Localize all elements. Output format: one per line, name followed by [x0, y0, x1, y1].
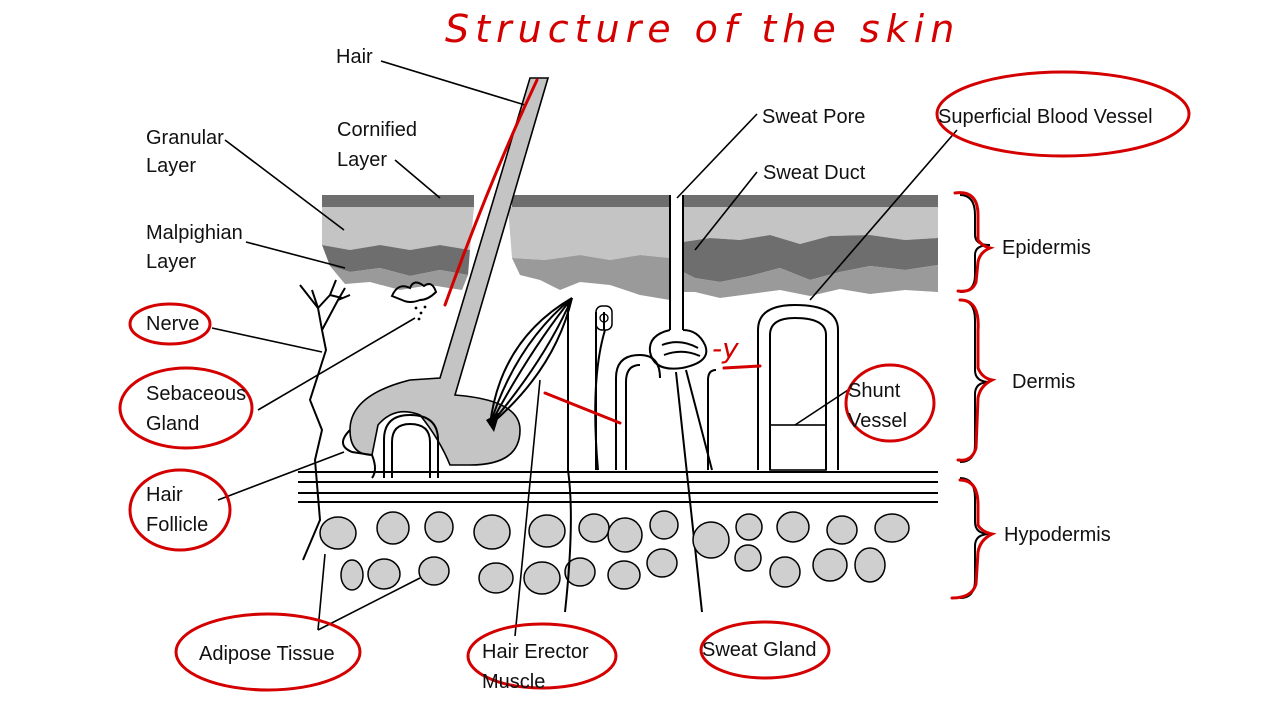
- adipose-circle: [174, 612, 362, 692]
- red-annotations: -y: [118, 70, 1191, 692]
- label-sweat-gland: Sweat Gland: [702, 639, 817, 661]
- leader-lines: [211, 60, 958, 637]
- label-erector-1: Hair Erector: [482, 641, 589, 663]
- dermis-base-lines: [298, 471, 938, 503]
- label-cornified-2: Layer: [337, 149, 387, 171]
- sebaceous-gland-shape: [390, 281, 438, 321]
- label-superficial-vessel: Superficial Blood Vessel: [938, 106, 1153, 128]
- label-nerve: Nerve: [146, 313, 199, 335]
- label-shunt-1: Shunt: [848, 380, 901, 402]
- label-granular-1: Granular: [146, 127, 224, 149]
- sweat-gland-circle: [699, 620, 831, 680]
- label-hypodermis: Hypodermis: [1004, 524, 1111, 546]
- label-adipose: Adipose Tissue: [199, 643, 335, 665]
- label-dermis: Dermis: [1012, 371, 1075, 393]
- adipose-fat-cells: [319, 510, 910, 595]
- nerve-shape: [299, 279, 351, 561]
- sweat-duct-shape: [669, 195, 684, 330]
- follicle-circle: [128, 468, 232, 552]
- label-malpighian-2: Layer: [146, 251, 196, 273]
- label-malpighian-1: Malpighian: [146, 222, 243, 244]
- label-shunt-2: Vessel: [848, 410, 907, 432]
- label-erector-2: Muscle: [482, 671, 545, 693]
- annotation-y-mark: -y: [712, 332, 739, 365]
- label-follicle-1: Hair: [146, 484, 183, 506]
- label-hair: Hair: [336, 46, 373, 68]
- label-granular-2: Layer: [146, 155, 196, 177]
- blood-vessel-loops: [595, 303, 839, 471]
- epidermis-layers: [322, 195, 938, 300]
- superficial-circle: [935, 70, 1191, 158]
- shunt-circle: [844, 363, 936, 443]
- label-follicle-2: Follicle: [146, 514, 208, 536]
- erector-circle: [466, 622, 618, 690]
- title: Structure of the skin: [445, 7, 960, 51]
- label-sweat-duct: Sweat Duct: [763, 162, 866, 184]
- nerve-circle: [128, 302, 212, 346]
- label-cornified-1: Cornified: [337, 119, 417, 141]
- label-sweat-pore: Sweat Pore: [762, 106, 865, 128]
- sebaceous-circle: [118, 366, 254, 450]
- label-epidermis: Epidermis: [1002, 237, 1091, 259]
- label-sebaceous-2: Gland: [146, 413, 199, 435]
- label-sebaceous-1: Sebaceous: [146, 383, 246, 405]
- labels: Hair Granular Layer Cornified Layer Malp…: [146, 46, 1153, 693]
